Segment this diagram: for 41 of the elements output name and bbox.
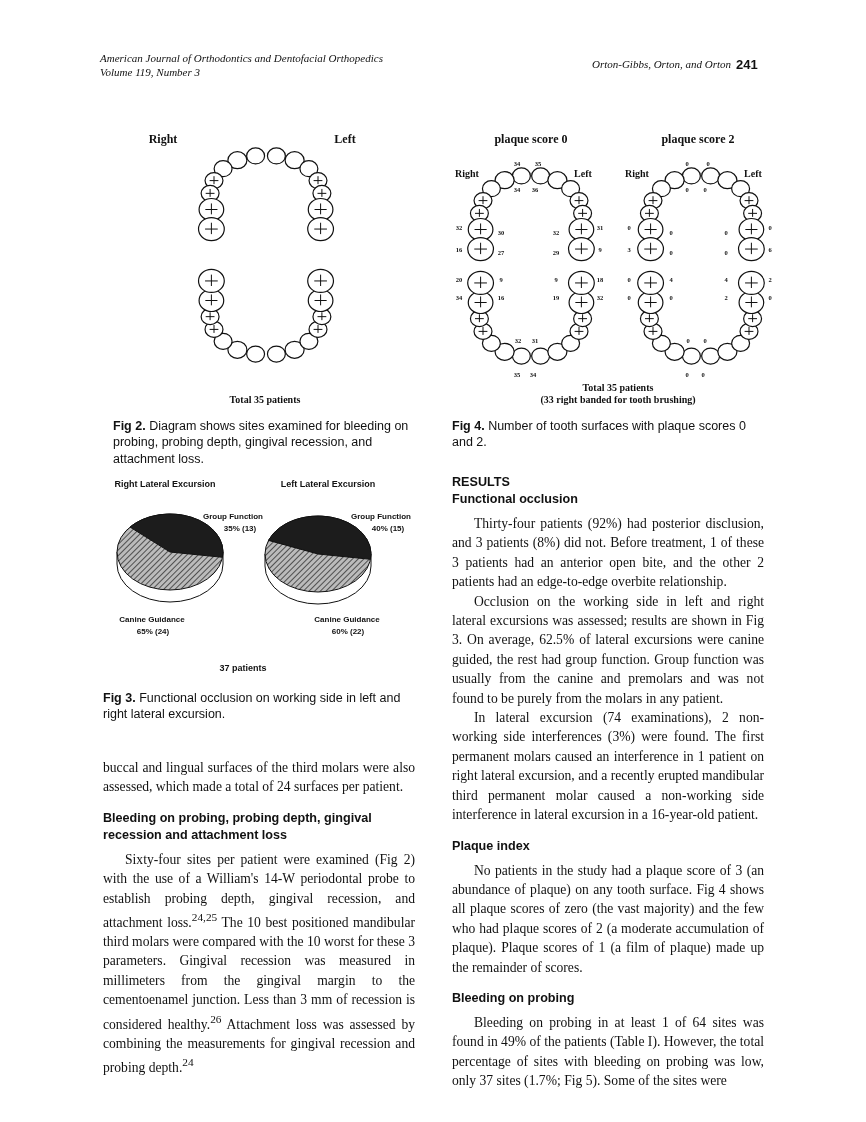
section-heading: Functional occlusion — [452, 491, 579, 508]
side-label: Right — [625, 168, 649, 180]
section-heading: RESULTS — [452, 474, 511, 491]
figure-caption: Fig 2. Diagram shows sites examined for bleeding on probing, probing depth, gingival recession, and attachment loss. — [113, 418, 410, 467]
slice-label: Group Function — [351, 512, 411, 522]
section-heading: Bleeding on probing — [452, 989, 576, 1007]
side-label: Left — [334, 133, 356, 147]
side-label: Left — [744, 168, 762, 180]
chart-title: Right Lateral Excursion — [114, 478, 216, 490]
page-number: 241 — [736, 58, 758, 73]
body-paragraph: Thirty-four patients (92%) had posterior disclusion, and 3 patients (8%) did not. Before treatment, 1 of these 3 patients had an anterior open bite, and the other 2 patients had an edge-to-edge overbite relationship. — [452, 515, 764, 592]
slice-value: 35% (13) — [223, 524, 257, 534]
slice-value: 40% (15) — [371, 524, 405, 534]
body-paragraph: Occlusion on the working side in left and right lateral excursions was assessed; results are shown in Fig 3. On average, 62.5% of lateral excursions were canine guided, the rest had group function. Group function was usually from the canine and premolars and was not found to be purely from the molars in any patient. — [452, 592, 764, 708]
slice-label: Group Function — [203, 512, 263, 522]
body-paragraph: In lateral excursion (74 examinations), 2 non-working side interferences (3%) were found. The first permanent molars caused an interference in 1 patient on right lateral excursion, and a recently erupted mandibular third permanent molar caused a non-working side interference in lateral excursion in a 16-year-old patient. — [452, 709, 764, 825]
journal-header: American Journal of Orthodontics and Dentofacial Orthopedics — [100, 52, 383, 65]
chart-title: Left Lateral Excursion — [280, 478, 376, 490]
journal-header: Volume 119, Number 3 — [100, 66, 200, 79]
slice-value: 65% (24) — [136, 627, 170, 637]
patient-total-label: 37 patients — [219, 662, 267, 674]
author-header: Orton-Gibbs, Orton, and Orton — [591, 58, 731, 71]
section-heading: Bleeding on probing, probing depth, gingival recession and attachment loss — [103, 809, 373, 844]
body-paragraph: Bleeding on probing in at least 1 of 64 sites was found in 49% of the patients (Table I). However, the total percentage of sites with bleeding on probing was low, only 37 sites (1.7%; Fig 5). Some of the sites were — [452, 1013, 764, 1091]
slice-label: Canine Guidance — [119, 615, 185, 625]
slice-value: 60% (22) — [331, 627, 365, 637]
side-label: Right — [455, 168, 479, 180]
chart-title: plaque score 0 — [494, 133, 568, 147]
section-heading: Plaque index — [452, 837, 531, 855]
figure-caption: Fig 4. Number of tooth surfaces with plaque scores 0 and 2. — [452, 418, 747, 451]
body-paragraph: Sixty-four sites per patient were examined (Fig 2) with the use of a William's 14-W periodontal probe to establish probing depth, gingival recession, and attachment loss.$^{24,25}$ The 10 best positioned mandibular third molars were compared with the 10 worst for these 3 parameters. Gingival recession was measured in millimeters from the gingival margin to the cementoenamel junction. Less than 3 mm of recession is considered healthy.$^{26}$ Attachment loss was assessed by combining the measurements for gingival recession and probing depth.$^{24}$ — [103, 850, 415, 1077]
body-paragraph: No patients in the study had a plaque score of 3 (an abundance of plaque) on any tooth surface. Fig 4 shows all plaque scores of zero (the vast majority) and the few who had plaque scores of 2 (a moderate accumulation of plaque). Plaque scores of 1 (a film of plaque) made up the remainder of scores. — [452, 861, 764, 977]
side-label: Right — [148, 133, 178, 147]
slice-label: Canine Guidance — [314, 615, 380, 625]
body-paragraph: buccal and lingual surfaces of the third molars were also assessed, which made a total of 24 surfaces per patient. — [103, 759, 415, 797]
side-label: Left — [574, 168, 592, 180]
chart-title: plaque score 2 — [661, 133, 735, 147]
patient-total-label: Total 35 patients — [582, 382, 654, 394]
figure-note: (33 right banded for tooth brushing) — [540, 394, 696, 406]
figure-caption: Fig 3. Functional occlusion on working side in left and right lateral excursion. — [103, 690, 402, 723]
patient-total-label: Total 35 patients — [229, 394, 301, 406]
